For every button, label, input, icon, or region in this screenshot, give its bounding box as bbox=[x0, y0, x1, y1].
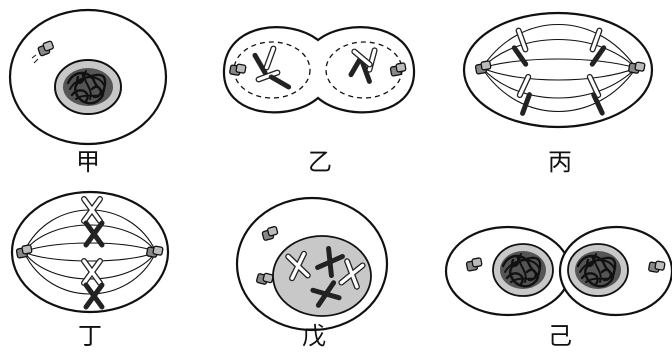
nucleus bbox=[273, 236, 371, 316]
cell-ding bbox=[12, 192, 168, 312]
label-ding: 丁 bbox=[60, 322, 120, 350]
cell-bing bbox=[464, 13, 652, 127]
nucleus bbox=[55, 60, 121, 114]
label-ji: 己 bbox=[530, 322, 590, 350]
label-yi: 乙 bbox=[290, 148, 350, 176]
cell-wu bbox=[237, 198, 387, 330]
label-wu: 戊 bbox=[284, 322, 344, 350]
nucleus bbox=[493, 244, 553, 296]
cell-yi bbox=[224, 27, 414, 112]
cell-ji bbox=[446, 227, 672, 315]
nucleus bbox=[568, 244, 628, 296]
cell-jia bbox=[10, 10, 166, 144]
label-bing: 丙 bbox=[530, 148, 590, 176]
label-jia: 甲 bbox=[58, 148, 118, 176]
